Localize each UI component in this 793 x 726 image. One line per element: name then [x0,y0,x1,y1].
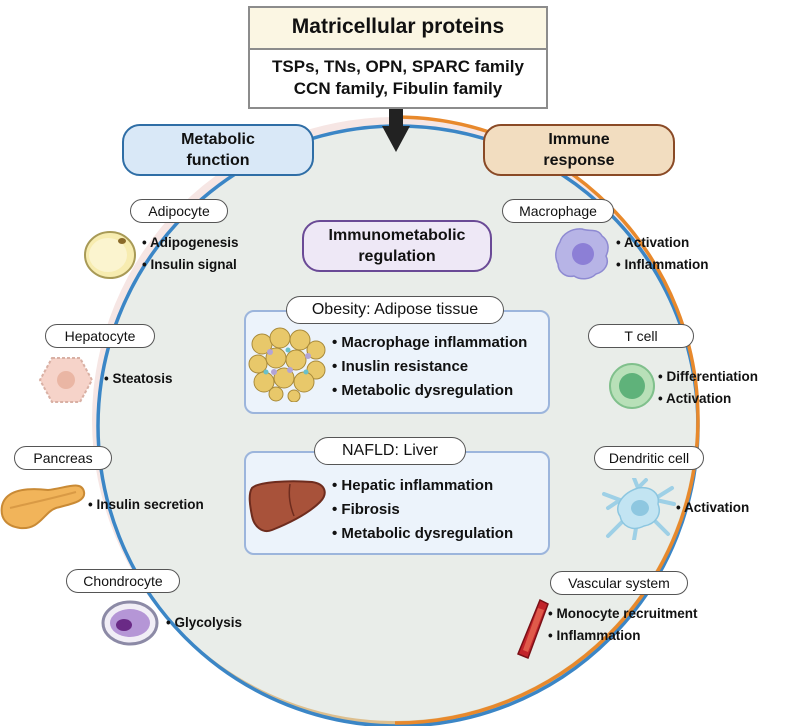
chondrocyte-bullet-1: • Glycolysis [166,615,243,630]
obesity-bullet-1: • Macrophage inflammation [332,334,528,351]
tcell-bullet-1: • Differentiation [658,369,758,384]
immune-title-line1: Immune [548,131,610,148]
matricellular-proteins-box: Matricellular proteins TSPs, TNs, OPN, S… [248,6,548,109]
immunometabolic-pill: Immunometabolic regulation [302,220,492,272]
metabolic-title-line1: Metabolic [181,131,255,148]
overlap-region [98,126,698,723]
immuno-title-line1: Immunometabolic [328,227,466,244]
header-subtitle: TSPs, TNs, OPN, SPARC family CCN family,… [250,50,546,107]
header-title: Matricellular proteins [250,8,546,50]
metabolic-function-pill: Metabolic function [122,124,314,176]
macrophage-icon [555,228,609,280]
adipocyte-bullet-1: • Adipogenesis [142,235,239,250]
tcell-bullet-2: • Activation [658,391,732,406]
dendritic-bullet-1: • Activation [676,500,750,515]
tcell-label: T cell [588,324,694,348]
header-line1: TSPs, TNs, OPN, SPARC family [272,57,524,76]
immuno-title-line2: regulation [358,248,436,265]
hepatocyte-bullet-1: • Steatosis [104,371,173,386]
dendritic-cell-icon [602,478,676,540]
tcell-icon [609,363,655,409]
nafld-bullet-3: • Metabolic dysregulation [332,525,514,542]
metabolic-title-line2: function [186,152,250,169]
macrophage-bullet-2: • Inflammation [616,257,709,272]
vascular-bullet-2: • Inflammation [548,628,641,643]
pancreas-icon [0,484,86,530]
hepatocyte-icon [38,357,94,403]
obesity-bullet-2: • Inuslin resistance [332,358,469,375]
chondrocyte-label: Chondrocyte [66,569,180,593]
obesity-label: Obesity: Adipose tissue [286,296,504,324]
hepatocyte-label: Hepatocyte [45,324,155,348]
adipocyte-label: Adipocyte [130,199,228,223]
blood-vessel-icon [517,598,549,659]
immune-response-pill: Immune response [483,124,675,176]
chondrocyte-icon [101,600,159,646]
liver-icon [248,480,326,532]
macrophage-bullet-1: • Activation [616,235,690,250]
down-arrow-icon [382,104,410,152]
vascular-bullet-1: • Monocyte recruitment [548,606,698,621]
nafld-label: NAFLD: Liver [314,437,466,465]
macrophage-label: Macrophage [502,199,614,223]
dendritic-cell-label: Dendritic cell [594,446,704,470]
nafld-bullet-1: • Hepatic inflammation [332,477,494,494]
immune-title-line2: response [543,152,615,169]
adipose-tissue-icon [248,327,326,402]
adipocyte-icon [84,231,136,279]
obesity-bullet-3: • Metabolic dysregulation [332,382,514,399]
header-line2: CCN family, Fibulin family [293,79,503,98]
pancreas-label: Pancreas [14,446,112,470]
vascular-system-label: Vascular system [550,571,688,595]
nafld-bullet-2: • Fibrosis [332,501,400,518]
adipocyte-bullet-2: • Insulin signal [142,257,237,272]
pancreas-bullet-1: • Insulin secretion [88,497,204,512]
